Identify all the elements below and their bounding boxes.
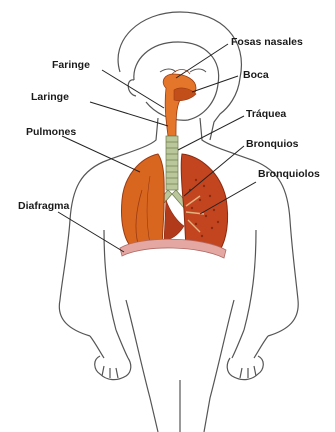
leader-pulmones [62, 136, 140, 172]
label-faringe: Faringe [52, 59, 90, 71]
leader-fosas-nasales [176, 44, 228, 78]
label-fosas-nasales: Fosas nasales [231, 36, 303, 48]
leader-faringe [102, 70, 164, 108]
pharynx-shape [163, 74, 196, 136]
label-laringe: Laringe [31, 91, 69, 103]
label-diafragma: Diafragma [18, 200, 69, 212]
leader-laringe [90, 102, 168, 126]
label-bronquios: Bronquios [246, 138, 299, 150]
upper-airway [163, 70, 196, 137]
label-bronquiolos: Bronquiolos [258, 168, 320, 180]
heart-shape [164, 200, 184, 240]
leader-boca [192, 76, 238, 92]
label-traquea: Tráquea [246, 108, 286, 120]
label-boca: Boca [243, 69, 269, 81]
label-pulmones: Pulmones [26, 126, 76, 138]
left-lung [121, 154, 164, 248]
